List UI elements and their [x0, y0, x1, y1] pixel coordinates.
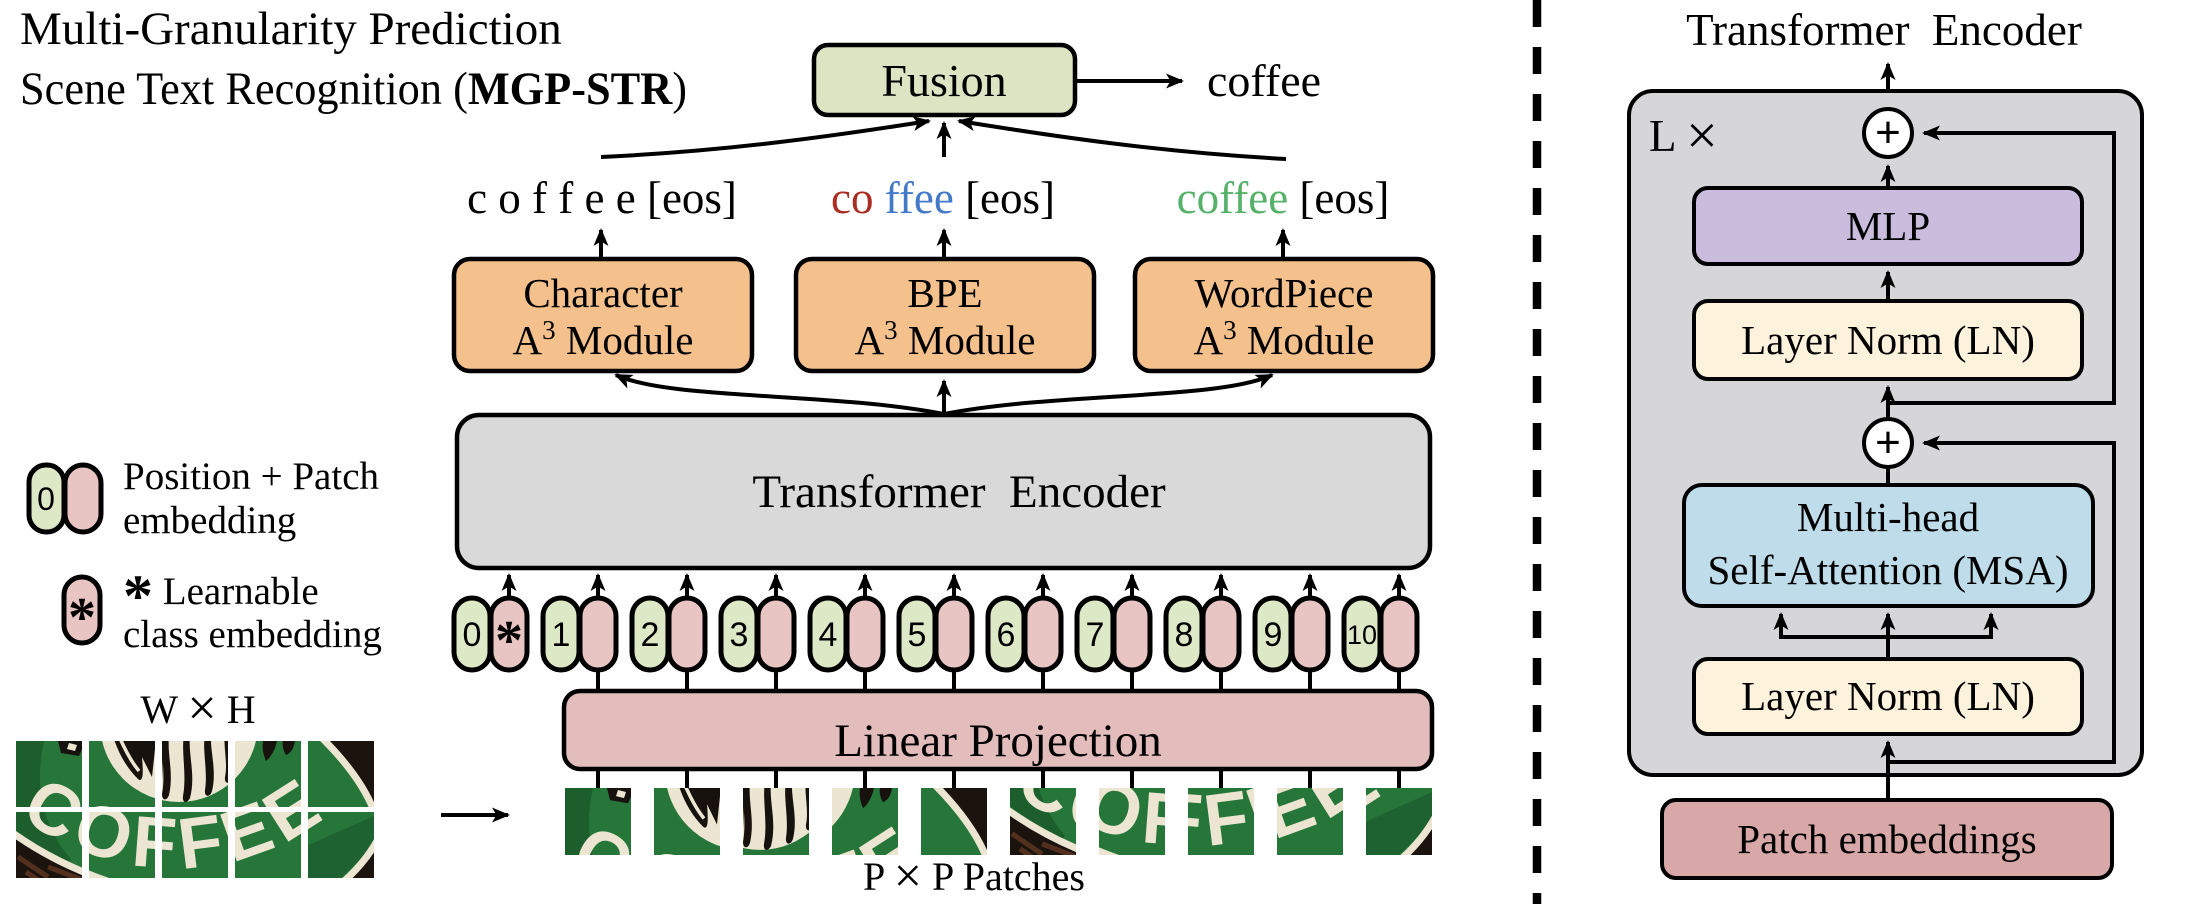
svg-text:0: 0 — [463, 616, 482, 654]
svg-text:class embedding: class embedding — [123, 613, 382, 656]
svg-text:7: 7 — [1086, 616, 1105, 654]
svg-text:c o f f e e [eos]: c o f f e e [eos] — [467, 173, 737, 223]
svg-text:5: 5 — [908, 616, 927, 654]
svg-text:A3 Module: A3 Module — [1194, 315, 1375, 363]
svg-text:*: * — [68, 587, 96, 649]
svg-text:W × H: W × H — [140, 680, 255, 737]
svg-text:8: 8 — [1175, 616, 1194, 654]
svg-text:1: 1 — [552, 616, 571, 654]
svg-text:A3 Module: A3 Module — [855, 315, 1036, 363]
svg-text:Multi-head: Multi-head — [1797, 494, 1979, 540]
svg-text:Layer Norm (LN): Layer Norm (LN) — [1741, 317, 2035, 363]
svg-text:4: 4 — [819, 616, 838, 654]
svg-text:Patch embeddings: Patch embeddings — [1737, 816, 2036, 862]
svg-text:co ffee [eos]: co ffee [eos] — [831, 173, 1055, 223]
svg-text:+: + — [1875, 108, 1901, 157]
svg-text:3: 3 — [730, 616, 749, 654]
svg-text:coffee [eos]: coffee [eos] — [1177, 173, 1390, 223]
svg-text:P × P Patches: P × P Patches — [863, 847, 1085, 903]
svg-text:0: 0 — [37, 481, 55, 517]
svg-text:coffee: coffee — [1207, 55, 1321, 106]
svg-text:Self-Attention (MSA): Self-Attention (MSA) — [1708, 547, 2069, 593]
svg-text:* Learnable: * Learnable — [123, 563, 319, 629]
svg-text:10: 10 — [1347, 620, 1377, 650]
svg-text:WordPiece: WordPiece — [1195, 270, 1374, 316]
svg-text:Transformer Encoder: Transformer Encoder — [752, 466, 1166, 518]
svg-text:L ×: L × — [1649, 105, 1718, 167]
svg-text:Scene Text Recognition (MGP-ST: Scene Text Recognition (MGP-STR) — [20, 63, 687, 115]
svg-text:Layer Norm (LN): Layer Norm (LN) — [1741, 673, 2035, 719]
svg-text:A3 Module: A3 Module — [513, 315, 694, 363]
svg-text:*: * — [495, 610, 523, 672]
svg-text:BPE: BPE — [907, 270, 982, 316]
svg-text:Fusion: Fusion — [881, 55, 1006, 106]
svg-text:Character: Character — [523, 270, 683, 316]
svg-text:Position + Patch: Position + Patch — [123, 455, 379, 498]
svg-text:Linear Projection: Linear Projection — [834, 715, 1162, 767]
svg-text:+: + — [1875, 418, 1901, 467]
svg-text:MLP: MLP — [1846, 203, 1930, 249]
svg-text:9: 9 — [1264, 616, 1283, 654]
svg-text:Transformer Encoder: Transformer Encoder — [1686, 5, 2082, 55]
svg-text:Multi-Granularity Prediction: Multi-Granularity Prediction — [20, 3, 562, 55]
svg-text:2: 2 — [641, 616, 660, 654]
svg-text:embedding: embedding — [123, 499, 296, 542]
svg-text:6: 6 — [997, 616, 1016, 654]
